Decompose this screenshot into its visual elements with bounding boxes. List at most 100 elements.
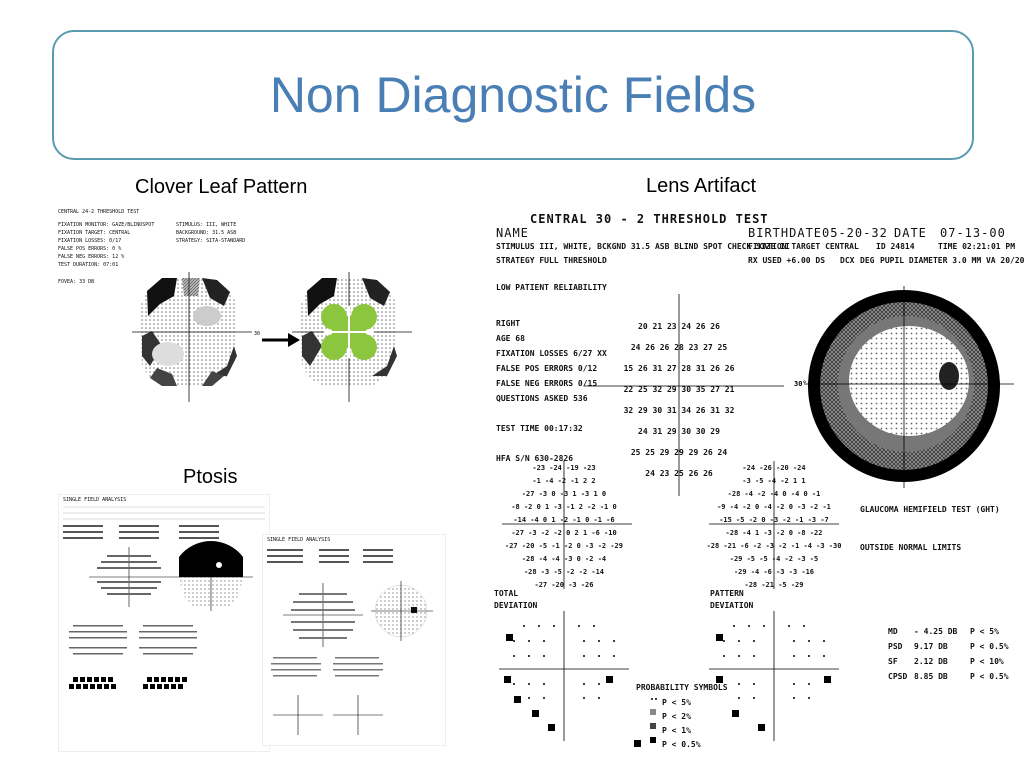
pattern-dev-row: -28 -21 -6 -2 -3 -2 -1 -4 -3 -30 — [706, 542, 842, 550]
lens-id: ID 24814 — [876, 242, 915, 251]
ptosis-printout-left: SINGLE FIELD ANALYSIS — [58, 494, 270, 752]
lens-stat: FALSE NEG ERRORS 0/15 — [496, 379, 598, 388]
pattern-dev-row: -28 -4 1 -3 -2 0 -8 -22 — [725, 529, 823, 537]
lens-total-deviation-grid: -23 -24 -19 -23 -1 -4 -2 -1 2 2 -27 -3 0… — [496, 462, 632, 592]
ptosis-right-graphics — [267, 549, 433, 735]
ptosis-left-graphics — [63, 506, 265, 689]
pattern-dev-row: -15 -5 -2 0 -3 -2 -1 -3 -7 — [719, 516, 829, 524]
index-label: PSD — [888, 642, 903, 651]
threshold-row: 15 26 31 27 28 31 26 26 — [623, 364, 735, 373]
lens-stat: AGE 68 — [496, 334, 525, 343]
ptosis-left-header: SINGLE FIELD ANALYSIS — [63, 497, 127, 503]
index-label: SF — [888, 657, 898, 666]
total-dev-row: -8 -2 0 1 -3 -1 2 -2 -1 0 — [511, 503, 617, 511]
lens-grayscale-field: 30° — [794, 286, 1014, 488]
pattern-dev-row: -3 -5 -4 -2 1 1 — [742, 477, 806, 485]
total-dev-row: -1 -4 -2 -1 2 2 — [532, 477, 596, 485]
title-box: Non Diagnostic Fields — [52, 30, 974, 160]
lens-artifact-printout: 30° — [484, 206, 1024, 768]
threshold-row: 24 31 29 30 30 29 — [638, 427, 720, 436]
clover-left-line-2: FIXATION LOSSES: 0/17 — [58, 238, 122, 244]
lens-stat — [496, 436, 607, 451]
threshold-row: 25 25 29 29 29 26 24 — [630, 448, 728, 457]
clover-leaf-printout: CENTRAL 24-2 THRESHOLD TEST FIXATION MON… — [52, 206, 444, 416]
index-label: CPSD — [888, 672, 908, 681]
lens-reliability: LOW PATIENT RELIABILITY — [496, 283, 607, 292]
probability-dots — [513, 625, 825, 699]
lens-deg: DEG — [860, 256, 875, 265]
clover-left-line-4: FALSE NEG ERRORS: 12 % — [58, 254, 125, 260]
prob-item: P < 2% — [662, 712, 691, 721]
clover-field-original: 30 — [132, 272, 260, 402]
clover-field-highlighted — [292, 272, 412, 402]
index-value: 8.85 DB — [914, 672, 948, 681]
caption-ptosis: Ptosis — [183, 466, 238, 488]
clover-right-line-0: STIMULUS: III, WHITE — [176, 222, 237, 228]
clover-test-name: CENTRAL 24-2 THRESHOLD TEST — [58, 209, 140, 215]
lens-ght-title: GLAUCOMA HEMIFIELD TEST (GHT) — [860, 505, 1000, 514]
ptosis-left-deviation-plots — [69, 625, 197, 655]
pattern-dev-row: -29 -5 -5 -4 -2 -3 -5 — [729, 555, 819, 563]
ptosis-left-grayscale-field — [169, 541, 253, 611]
lens-ght-result: OUTSIDE NORMAL LIMITS — [860, 543, 962, 552]
ptosis-printout-right: SINGLE FIELD ANALYSIS — [262, 534, 446, 746]
prob-item: P < 1% — [662, 726, 691, 735]
lens-stats: RIGHT AGE 68 FIXATION LOSSES 6/27 XX FAL… — [496, 316, 607, 466]
threshold-row: 24 26 26 28 23 27 25 — [630, 343, 728, 352]
lens-pupil: PUPIL DIAMETER 3.0 MM VA 20/20 — [880, 256, 1024, 265]
total-dev-row: -27 -3 0 -3 1 -3 1 0 — [521, 490, 607, 498]
threshold-row: 32 29 30 31 34 26 31 32 — [623, 406, 735, 415]
clover-left-line-0: FIXATION MONITOR: GAZE/BLINDSPOT — [58, 222, 155, 228]
prob-item: P < 0.5% — [662, 740, 701, 749]
lens-pattern-deviation-grid: -24 -26 -20 -24 -3 -5 -4 -2 1 1 -28 -4 -… — [704, 462, 844, 592]
lens-prob-title: PROBABILITY SYMBOLS — [636, 683, 728, 692]
index-value: - 4.25 DB — [914, 627, 958, 636]
probability-legend-symbols — [650, 698, 657, 743]
lens-date-label: DATE — [894, 226, 927, 240]
prob-item: P < 5% — [662, 698, 691, 707]
right-arrow-icon — [262, 333, 300, 347]
lens-total-deviation-label: DEVIATION — [494, 601, 538, 610]
total-dev-row: -23 -24 -19 -23 — [532, 464, 596, 472]
pattern-dev-row: -9 -4 -2 0 -4 -2 0 -3 -2 -1 — [717, 503, 831, 511]
pattern-dev-row: -29 -4 -6 -3 -3 -16 — [733, 568, 815, 576]
ptosis-right-numeric-field — [283, 583, 363, 647]
index-p: P < 5% — [970, 627, 999, 636]
total-dev-row: -27 -20 -3 -26 — [534, 581, 594, 589]
total-dev-row: -28 -3 -5 -2 -2 -14 — [523, 568, 605, 576]
lens-stat: RIGHT — [496, 319, 521, 328]
threshold-row: 20 21 23 24 26 26 — [638, 322, 720, 331]
ptosis-right-grayscale-field — [371, 581, 433, 641]
caption-lens-artifact: Lens Artifact — [646, 175, 757, 197]
index-p: P < 0.5% — [970, 642, 1009, 651]
clover-left-line-3: FALSE POS ERRORS: 0 % — [58, 246, 122, 252]
clover-left-line-5: TEST DURATION: 07:01 — [58, 262, 119, 268]
lens-date: 07-13-00 — [940, 226, 1006, 240]
lens-stat: HFA S/N 630-2826 — [496, 454, 574, 463]
lens-birthdate: 05-20-32 — [822, 226, 888, 240]
index-p: P < 10% — [970, 657, 1004, 666]
clover-left-line-1: FIXATION TARGET: CENTRAL — [58, 230, 131, 236]
lens-birthdate-label: BIRTHDATE — [748, 226, 823, 240]
ptosis-right-probability-plot — [273, 695, 383, 735]
total-dev-row: -28 -4 -4 -3 0 -2 -4 — [521, 555, 607, 563]
probability-black-squares — [504, 634, 831, 747]
clover-right-line-1: BACKGROUND: 31.5 ASB — [176, 230, 237, 236]
index-value: 2.12 DB — [914, 657, 948, 666]
clover-fovea: FOVEA: 33 DB — [58, 279, 95, 285]
total-dev-row: -14 -4 0 1 -2 -1 0 -1 -6 — [513, 516, 615, 524]
svg-text:30: 30 — [254, 331, 260, 337]
threshold-row: 22 25 32 29 30 35 27 21 — [623, 385, 735, 394]
lens-strategy: STRATEGY FULL THRESHOLD — [496, 256, 607, 265]
pattern-dev-row: -28 -21 -5 -29 — [744, 581, 804, 589]
lens-stat — [496, 406, 607, 421]
threshold-row: 24 23 25 26 26 — [645, 469, 713, 478]
total-dev-row: -27 -20 -5 -1 -2 0 -3 -2 -29 — [504, 542, 623, 550]
ptosis-left-numeric-field — [89, 547, 169, 607]
caption-clover-leaf: Clover Leaf Pattern — [135, 176, 308, 198]
lens-test-name: CENTRAL 30 - 2 THRESHOLD TEST — [530, 212, 769, 226]
lens-pattern-label: PATTERN — [710, 589, 744, 598]
